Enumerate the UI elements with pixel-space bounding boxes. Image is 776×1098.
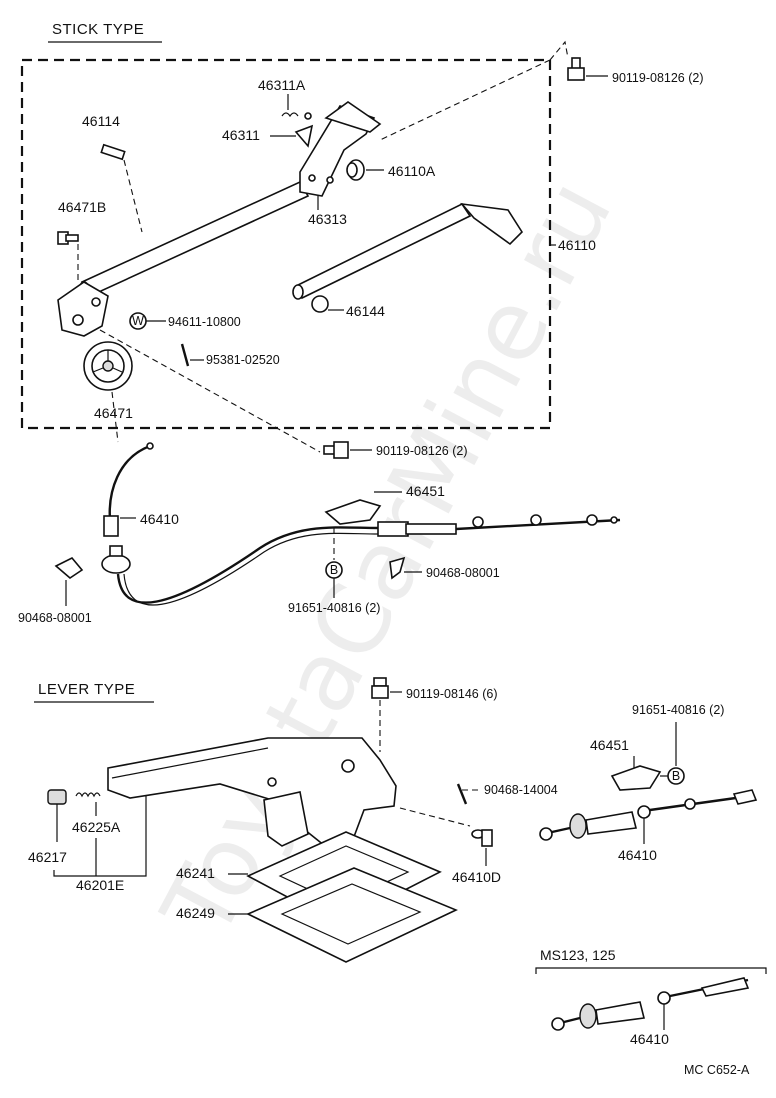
callout-46410-stick: 46410	[140, 511, 179, 527]
callout-46110: 46110	[558, 237, 596, 253]
bushing-46144	[311, 295, 329, 313]
callout-46311: 46311	[222, 127, 260, 143]
callout-46217: 46217	[28, 849, 67, 865]
callout-90468-08001-right: 90468-08001	[426, 566, 500, 580]
lever-assembly-46201E	[47, 737, 397, 851]
callout-46410-ms: 46410	[630, 1031, 669, 1047]
callout-46110A: 46110A	[388, 163, 436, 179]
callout-46471B: 46471B	[58, 199, 106, 215]
callout-90119-08146: 90119-08146 (6)	[406, 687, 498, 701]
callout-95381-02520: 95381-02520	[206, 353, 280, 367]
watermark: ToyotaCarMine.ru	[141, 162, 634, 956]
pulley-46471	[83, 341, 133, 391]
callout-91651-40816-stick: 91651-40816 (2)	[288, 601, 380, 615]
callout-90119-08126-top: 90119-08126 (2)	[612, 71, 704, 85]
cable-46410-lever	[539, 789, 758, 841]
clip-90468-stick-left	[54, 557, 84, 580]
callout-90468-14004: 90468-14004	[484, 783, 558, 797]
bracket-46313	[299, 101, 382, 197]
callout-46114: 46114	[82, 113, 120, 129]
section-title-stick-type: STICK TYPE	[52, 21, 144, 38]
callout-46225A: 46225A	[72, 819, 121, 835]
bolt-46471B	[57, 231, 79, 245]
stick-base-bracket	[57, 281, 109, 337]
bolt-marker-b-lever-text: B	[672, 769, 680, 783]
callout-46241: 46241	[176, 865, 215, 881]
callout-46410D: 46410D	[452, 869, 501, 885]
release-rod	[292, 202, 524, 300]
leader-bolt-top	[379, 59, 551, 141]
pin-90468-14004	[456, 783, 468, 805]
callout-90468-08001-left: 90468-08001	[18, 611, 92, 625]
clip-90468-stick-right	[389, 556, 406, 580]
cable-46410-ms	[551, 977, 750, 1031]
spring-46311A	[281, 112, 312, 120]
cable-46410-stick	[101, 442, 621, 606]
callout-46471: 46471	[94, 405, 133, 421]
pin-46410D	[471, 829, 493, 847]
leader-lever-to-46410D	[399, 807, 471, 827]
section-title-lever-type: LEVER TYPE	[38, 681, 135, 698]
boot-46249-inner	[280, 883, 422, 945]
callout-46249: 46249	[176, 905, 215, 921]
callout-91651-40816-lever: 91651-40816 (2)	[632, 703, 724, 717]
callout-46313: 46313	[308, 211, 347, 227]
section-title-ms123-125: MS123, 125	[540, 947, 616, 963]
leader-46114	[123, 159, 143, 233]
stick-tube-46110	[78, 180, 310, 299]
bolt-marker-b-stick: B	[325, 561, 343, 579]
bolt-90119-mid	[323, 441, 349, 459]
bolt-marker-b-lever: B	[667, 767, 685, 785]
callout-46451-stick: 46451	[406, 483, 445, 499]
callout-46410-lever: 46410	[618, 847, 657, 863]
callout-90119-08126-mid: 90119-08126 (2)	[376, 444, 468, 458]
leader-lever-group	[53, 796, 147, 877]
leader-bolt-mid	[99, 329, 321, 453]
pin-95381	[180, 343, 190, 367]
bolt-90119-top	[567, 57, 585, 81]
callout-46311A: 46311A	[258, 77, 306, 93]
spring-46225A	[75, 792, 101, 798]
callout-46451-lever: 46451	[590, 737, 629, 753]
pawl-46311	[294, 124, 314, 148]
washer-94611: W	[129, 312, 147, 330]
pin-46114	[100, 143, 126, 161]
boot-46249	[246, 867, 458, 963]
knob-46217	[47, 789, 67, 805]
bushing-46110A	[346, 159, 365, 181]
callout-46144: 46144	[346, 303, 385, 319]
stick-assembly-outline	[20, 58, 552, 430]
callout-46201E: 46201E	[76, 877, 124, 893]
ms-variant-bracket	[535, 967, 767, 974]
bolt-90119-lever	[371, 677, 389, 699]
bolt-marker-b-stick-text: B	[330, 563, 338, 577]
callout-94611-10800: 94611-10800	[168, 315, 241, 329]
washer-marker-w: W	[132, 314, 144, 328]
outline-leader-top	[549, 40, 569, 61]
figure-code: MC C652-A	[684, 1063, 750, 1077]
leader-46471-cable	[111, 391, 119, 443]
watermark-text: ToyotaCarMine.ru	[141, 162, 634, 956]
bracket-46451-lever	[610, 765, 662, 791]
bracket-46451-stick	[324, 499, 382, 525]
